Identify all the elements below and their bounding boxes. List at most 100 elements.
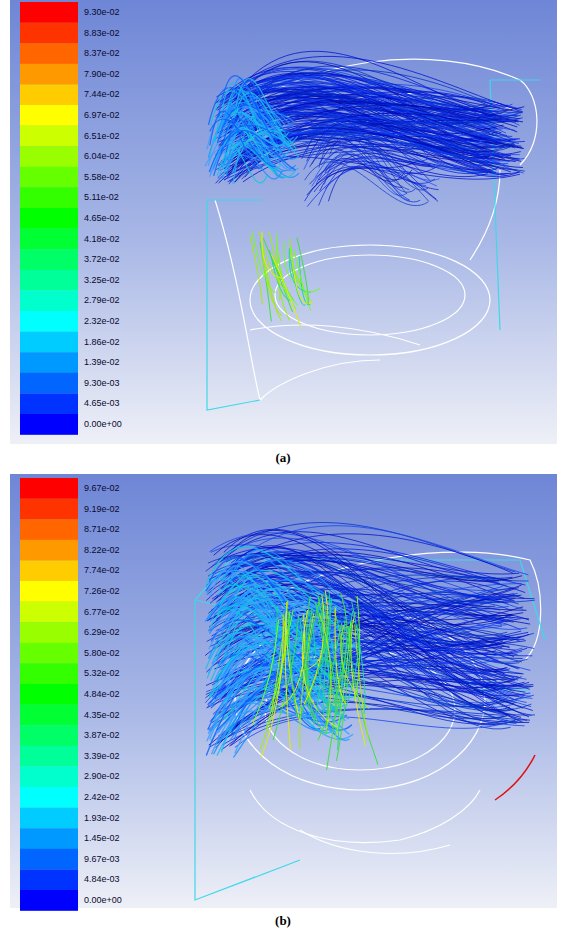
scale-value: 2.32e-02: [84, 317, 120, 326]
color-band: [20, 208, 78, 229]
scale-value: 9.30e-02: [84, 8, 120, 17]
pathline: [341, 625, 369, 708]
color-band: [20, 622, 78, 643]
pathline: [348, 626, 378, 765]
domain-box: [207, 80, 540, 410]
scale-value: 9.67e-02: [84, 484, 120, 493]
color-band: [20, 684, 78, 705]
color-band: [20, 373, 78, 394]
color-band: [20, 808, 78, 829]
pathlines: [205, 523, 535, 770]
scale-value: 8.71e-02: [84, 525, 120, 534]
panel-background: [10, 0, 557, 444]
color-band: [20, 332, 78, 353]
color-band: [20, 869, 78, 890]
pathline: [217, 96, 293, 133]
color-band: [20, 725, 78, 746]
pathline: [235, 717, 513, 748]
color-band: [20, 746, 78, 767]
scale-value: 1.93e-02: [84, 814, 120, 823]
scale-value: 3.39e-02: [84, 752, 120, 761]
scale-value: 5.32e-02: [84, 669, 120, 678]
pathline: [262, 232, 283, 279]
pathline: [207, 604, 526, 692]
pathline: [265, 260, 282, 321]
color-band: [20, 581, 78, 602]
color-band: [20, 311, 78, 332]
color-band: [20, 187, 78, 208]
color-band: [20, 229, 78, 250]
pathline: [319, 613, 331, 731]
scale-value: 4.65e-02: [84, 214, 120, 223]
pathline: [227, 588, 352, 631]
toilet-outline: [215, 59, 537, 400]
pathline: [253, 620, 279, 725]
color-band: [20, 643, 78, 664]
scale-value: 4.18e-02: [84, 235, 120, 244]
pathline: [334, 622, 351, 742]
pathline: [318, 593, 347, 740]
pathline: [291, 247, 320, 293]
scale-value: 7.90e-02: [84, 70, 120, 79]
panel-caption: (a): [275, 451, 290, 464]
pathline: [352, 602, 365, 714]
scale-value: 6.29e-02: [84, 628, 120, 637]
color-band: [20, 167, 78, 188]
pathline: [210, 111, 263, 168]
pathline: [307, 162, 416, 195]
color-band: [20, 352, 78, 373]
pathline: [214, 130, 296, 175]
pathline: [335, 608, 346, 705]
color-band: [20, 146, 78, 167]
color-band: [20, 64, 78, 85]
scale-value: 1.39e-02: [84, 358, 120, 367]
scale-value: 2.42e-02: [84, 793, 120, 802]
color-bar: [20, 478, 78, 911]
scale-value: 5.58e-02: [84, 173, 120, 182]
color-band: [20, 705, 78, 726]
color-band: [20, 126, 78, 147]
scale-value: 4.35e-02: [84, 711, 120, 720]
panel-background: [10, 474, 557, 908]
color-band: [20, 414, 78, 435]
scale-value: 2.79e-02: [84, 296, 120, 305]
color-band: [20, 828, 78, 849]
panel-caption: (b): [275, 914, 291, 927]
color-bar: [20, 2, 78, 435]
scale-value: 5.11e-02: [84, 193, 119, 202]
pathline: [313, 624, 337, 730]
pathline: [302, 131, 421, 202]
scale-value: 7.74e-02: [84, 566, 120, 575]
color-band: [20, 43, 78, 64]
color-band: [20, 560, 78, 581]
pathlines: [205, 51, 525, 327]
color-band: [20, 890, 78, 911]
scale-value: 9.30e-03: [84, 379, 120, 388]
scale-value: 8.37e-02: [84, 49, 120, 58]
scale-value: 5.80e-02: [84, 649, 120, 658]
color-band: [20, 663, 78, 684]
color-band: [20, 787, 78, 808]
pathline: [355, 624, 369, 739]
pathline: [227, 148, 282, 179]
scale-value: 4.84e-02: [84, 690, 120, 699]
pathline: [305, 162, 429, 206]
scale-value: 6.51e-02: [84, 132, 120, 141]
scale-value: 7.44e-02: [84, 90, 120, 99]
pathline: [218, 76, 273, 137]
color-band: [20, 499, 78, 520]
scale-value: 0.00e+00: [84, 896, 122, 905]
scale-value: 1.86e-02: [84, 338, 120, 347]
scale-value: 9.19e-02: [84, 505, 120, 514]
scale-value: 4.84e-03: [84, 875, 120, 884]
scale-value: 3.72e-02: [84, 255, 120, 264]
scale-value: 2.90e-02: [84, 772, 120, 781]
pathline: [230, 526, 528, 575]
pathline: [272, 255, 301, 327]
color-band: [20, 84, 78, 105]
pathline: [310, 138, 429, 201]
color-band: [20, 290, 78, 311]
scale-value: 3.25e-02: [84, 276, 120, 285]
pathline: [325, 154, 410, 190]
scale-value: 9.67e-03: [84, 855, 120, 864]
